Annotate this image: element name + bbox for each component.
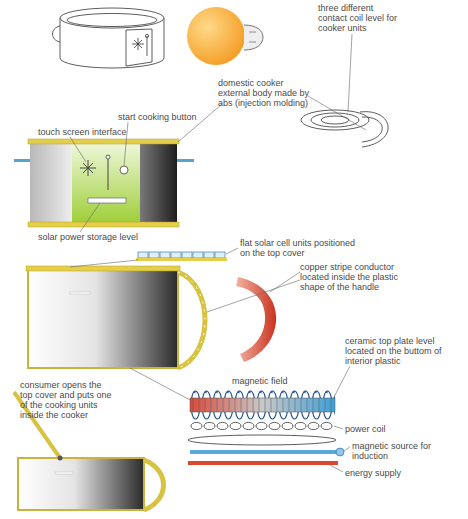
cooker-open-body [18,458,144,510]
solar-cell [149,252,159,258]
magnetic-source-node [336,448,344,456]
leader-line [348,34,352,112]
top-view-handle [244,25,263,50]
cooker-front-body [30,142,177,224]
callout-label: solar power storage level [38,232,178,242]
leader-line [207,280,300,312]
solar-cell [204,252,214,258]
top-cover [26,266,180,271]
top-view-disc [187,7,245,65]
leader-line [130,368,190,400]
plate-stripes [190,398,335,412]
top-band [28,139,179,144]
callout-label: magnetic source for induction [352,441,432,461]
ceramic-plate [190,398,335,412]
callout-label: flat solar cell units positioned on the … [240,238,360,258]
callout-label: consumer opens the top cover and puts on… [20,380,113,420]
callout-label: touch screen interface [38,127,158,137]
solar-cell [160,252,170,258]
connector-pin [14,159,31,162]
leader-line [226,248,238,254]
coil-ring [301,110,369,130]
leader-line [178,104,222,142]
star-symbol [80,160,96,176]
lid-hinge [58,456,63,461]
callout-label: three different contact coil level for c… [318,3,403,33]
leader-line [70,260,138,267]
storage-level-bar [88,198,126,203]
cooker-side-body [28,270,178,368]
callout-label: magnetic field [232,376,312,386]
callout-label: domestic cooker external body made by ab… [218,78,310,108]
callout-label: power coil [345,424,425,434]
slot-mark [70,292,90,294]
panel-outline [126,29,152,66]
start-button [120,166,128,174]
button-symbol [145,34,148,37]
solar-cells [138,252,225,258]
handle [144,460,164,510]
leader-line [70,137,86,162]
bottom-band [28,222,179,227]
leader-line [330,465,343,472]
leader-line [344,447,350,451]
magnetic-source [190,450,338,454]
level-symbol [108,155,109,190]
coil-sketch [301,110,388,147]
level-symbol [147,36,148,56]
solar-cell [215,252,225,258]
slot-mark [55,472,73,474]
solar-cell [171,252,181,258]
leader-line [334,426,343,429]
callout-label: ceramic top plate level located on the b… [345,336,457,366]
solar-cell [193,252,203,258]
top-view-handle-detail [249,32,256,42]
star-symbol [132,38,144,50]
connector-pin [177,159,194,162]
handle-outline [360,112,388,147]
solar-cell [182,252,192,258]
callout-label: start cooking button [118,112,238,122]
handle-outline [53,26,61,42]
callout-label: energy supply [345,468,435,478]
leader-line [308,96,366,130]
cooker-rim [60,8,164,28]
power-coil [188,435,336,445]
solar-cell [138,252,148,258]
cooker-sketch [53,8,165,68]
handle-detail [178,272,205,368]
level-symbol [106,155,110,159]
cooker-inner-rim [67,14,157,27]
copper-conductor [236,277,276,362]
callout-label: copper stripe conductor located inside t… [300,262,422,292]
energy-supply-bar [188,461,338,465]
leader-line [80,203,100,232]
coil-ring [311,113,359,127]
magnetic-field-loops [190,389,335,421]
coil-ring [321,116,349,124]
leader-line [333,366,350,399]
top-cover-strip [136,258,227,261]
handle [178,272,205,368]
power-coil-turns [190,421,333,431]
leader-lines [70,34,366,472]
